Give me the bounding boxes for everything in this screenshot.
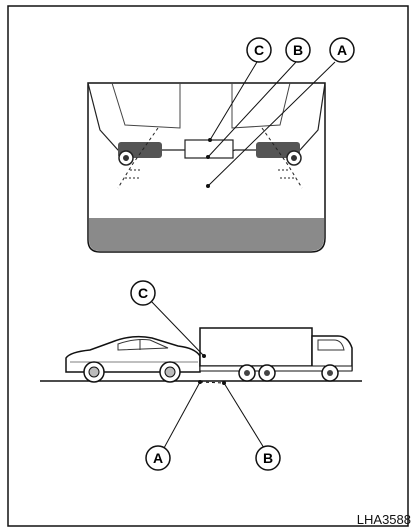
svg-text:C: C [138, 285, 148, 301]
leader-a [163, 381, 201, 449]
leader-b [207, 61, 297, 158]
leader-a [207, 61, 336, 187]
svg-text:A: A [153, 450, 163, 466]
callout-b: B [255, 445, 281, 471]
callout-b: B [285, 37, 311, 63]
camera-view-panel: C B A [87, 37, 355, 253]
svg-text:B: B [263, 450, 273, 466]
bumper-band [89, 218, 324, 251]
svg-text:B: B [293, 42, 303, 58]
left-tail-light [118, 142, 162, 166]
svg-text:C: C [254, 42, 264, 58]
figure-code: LHA3588 [356, 512, 411, 527]
truck [199, 327, 353, 382]
figure-border [7, 5, 409, 527]
callout-a: A [145, 445, 171, 471]
callout-c: C [130, 280, 156, 306]
svg-text:A: A [337, 42, 347, 58]
side-view-panel: C A B [40, 280, 362, 471]
right-tail-light [256, 142, 302, 166]
leader-c [209, 61, 258, 141]
leader-c [149, 299, 205, 357]
callout-c: C [246, 37, 272, 63]
sedan-car [65, 335, 201, 383]
callout-a: A [329, 37, 355, 63]
rear-window-outline [111, 82, 291, 129]
camera-view-frame [87, 82, 326, 253]
leader-b [223, 382, 265, 449]
